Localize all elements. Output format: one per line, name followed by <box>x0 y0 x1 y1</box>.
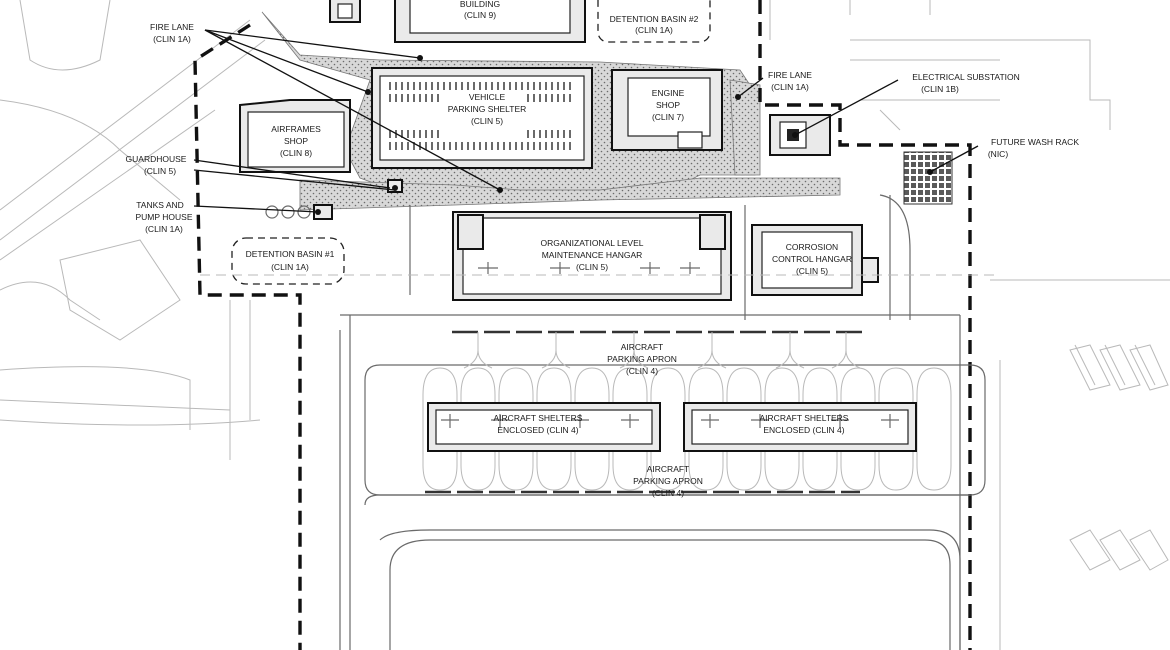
label-apron-lower-clin: (CLIN 4) <box>652 488 684 498</box>
label-olmh: ORGANIZATIONAL LEVEL <box>541 238 644 248</box>
parking-stalls <box>389 82 571 150</box>
label-shelters-right-enclosed: ENCLOSED (CLIN 4) <box>763 425 844 435</box>
label-electrical-substation-clin: (CLIN 1B) <box>921 84 959 94</box>
aircraft-stall-loop <box>460 367 496 491</box>
aircraft-stall-loop <box>422 367 458 491</box>
label-building: BUILDING <box>460 0 500 9</box>
detention-basin-2 <box>597 0 711 43</box>
label-corrosion: CORROSION <box>786 242 838 252</box>
engine-shop <box>611 69 723 151</box>
label-detention-basin-1-clin: (CLIN 1A) <box>271 262 309 272</box>
label-electrical-substation: ELECTRICAL SUBSTATION <box>912 72 1020 82</box>
aircraft-stall-loop <box>612 367 648 491</box>
shelter-aircraft-marker <box>881 414 899 428</box>
project-boundary <box>193 0 972 650</box>
taxi-lead-in <box>619 332 649 369</box>
label-fire-lane-left: FIRE LANE <box>150 22 194 32</box>
shelter-aircraft-marker <box>571 414 589 428</box>
label-fire-lane-right-clin: (CLIN 1A) <box>771 82 809 92</box>
aircraft-marker <box>680 262 700 274</box>
label-apron-lower: AIRCRAFT <box>647 464 690 474</box>
label-shelters-right: AIRCRAFT SHELTERS <box>760 413 849 423</box>
future-wash-rack <box>903 151 953 205</box>
shelter-aircraft-marker <box>701 414 719 428</box>
label-airframes: AIRFRAMES <box>271 124 321 134</box>
labels: BUILDING (CLIN 9) DETENTION BASIN #2 (CL… <box>126 0 1080 498</box>
vehicle-parking-shelter <box>371 67 593 169</box>
shelter-aircraft-marker <box>441 414 459 428</box>
aircraft-stall-loop <box>840 367 876 491</box>
aircraft-stall-loop <box>574 367 610 491</box>
label-future-wash-rack-clin: (NIC) <box>988 149 1008 159</box>
label-olmh-clin: (CLIN 5) <box>576 262 608 272</box>
aircraft-stall-loop <box>802 367 838 491</box>
label-engine-shop: SHOP <box>656 100 680 110</box>
label-tanks-clin: (CLIN 1A) <box>145 224 183 234</box>
organizational-level-maintenance-hangar <box>452 211 732 301</box>
label-shelters-left-enclosed: ENCLOSED (CLIN 4) <box>497 425 578 435</box>
label-apron-upper-name: PARKING APRON <box>607 354 677 364</box>
aircraft-stall-loop <box>498 367 534 491</box>
label-guardhouse-clin: (CLIN 5) <box>144 166 176 176</box>
label-detention-basin-1: DETENTION BASIN #1 <box>246 249 335 259</box>
airframes-shop <box>239 99 351 173</box>
corrosion-control-hangar <box>751 224 879 296</box>
aircraft-marker <box>640 262 660 274</box>
label-olmh-name: MAINTENANCE HANGAR <box>542 250 643 260</box>
label-detention-basin-2-clin: (CLIN 1A) <box>635 25 673 35</box>
label-tanks: TANKS AND <box>136 200 184 210</box>
label-apron-lower-name: PARKING APRON <box>633 476 703 486</box>
label-engine: ENGINE <box>652 88 685 98</box>
leader-lines <box>193 29 979 215</box>
shelter-aircraft-marker <box>621 414 639 428</box>
label-airframes-clin: (CLIN 8) <box>280 148 312 158</box>
aircraft-stall-loop <box>878 367 914 491</box>
aircraft-stall-loop <box>650 367 686 491</box>
label-guardhouse: GUARDHOUSE <box>126 154 187 164</box>
aircraft-stall-loop <box>726 367 762 491</box>
taxi-lead-in <box>463 332 493 369</box>
detention-basin-1 <box>231 237 345 285</box>
aircraft-parking-apron <box>364 330 986 650</box>
label-engine-clin: (CLIN 7) <box>652 112 684 122</box>
aircraft-stall-loop <box>536 367 572 491</box>
label-vehicle-clin: (CLIN 5) <box>471 116 503 126</box>
label-fire-lane-left-clin: (CLIN 1A) <box>153 34 191 44</box>
shelter-aircraft-marker <box>491 414 509 428</box>
tanks-and-pump-house <box>265 204 333 220</box>
taxi-lead-in <box>831 332 861 369</box>
aircraft-stall-loop <box>688 367 724 491</box>
label-corrosion-name: CONTROL HANGAR <box>772 254 852 264</box>
label-corrosion-clin: (CLIN 5) <box>796 266 828 276</box>
building-clin-9 <box>329 0 586 43</box>
aircraft-shelters-right <box>683 402 917 452</box>
taxi-lead-in <box>541 332 571 369</box>
aircraft-marker <box>478 262 498 274</box>
taxi-lead-in <box>775 332 805 369</box>
label-vehicle: VEHICLE <box>469 92 506 102</box>
label-airframes-shop: SHOP <box>284 136 308 146</box>
label-apron-upper: AIRCRAFT <box>621 342 664 352</box>
aircraft-stall-loop <box>764 367 800 491</box>
aircraft-marker <box>550 262 570 274</box>
label-fire-lane-right: FIRE LANE <box>768 70 812 80</box>
aircraft-stall-loop <box>916 367 952 491</box>
shelter-aircraft-marker <box>751 414 769 428</box>
aircraft-shelters-left <box>427 402 661 452</box>
site-roads <box>339 194 961 650</box>
label-future-wash-rack: FUTURE WASH RACK <box>991 137 1079 147</box>
label-apron-upper-clin: (CLIN 4) <box>626 366 658 376</box>
label-pump-house: PUMP HOUSE <box>136 212 193 222</box>
label-vehicle-name: PARKING SHELTER <box>448 104 527 114</box>
taxi-lead-in <box>697 332 727 369</box>
label-detention-basin-2: DETENTION BASIN #2 <box>610 14 699 24</box>
label-shelters-left: AIRCRAFT SHELTERS <box>494 413 583 423</box>
shelter-aircraft-marker <box>831 414 849 428</box>
label-building-clin: (CLIN 9) <box>464 10 496 20</box>
